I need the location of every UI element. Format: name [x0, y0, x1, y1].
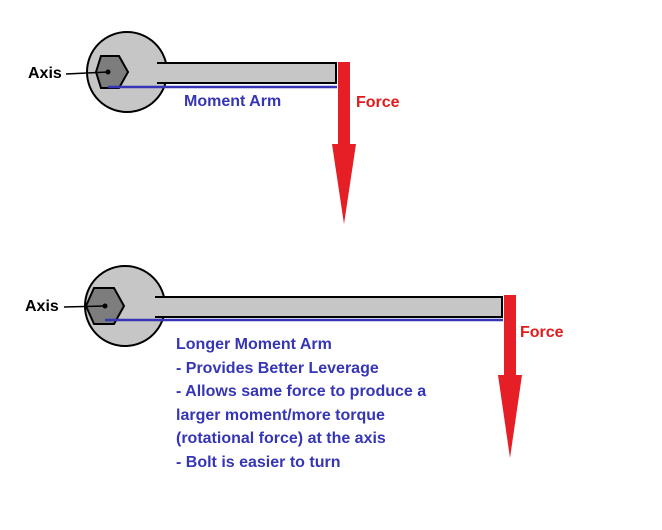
top-wrench-head-handle-join: [155, 64, 161, 82]
top-wrench: [65, 31, 356, 224]
notes-line: - Allows same force to produce a: [176, 383, 427, 400]
notes-line: - Provides Better Leverage: [176, 359, 379, 377]
top-force-arrow: [332, 62, 356, 224]
notes-line: (rotational force) at the axis: [176, 430, 386, 447]
bottom-axis-leader-line: [63, 305, 106, 308]
bottom-axis-label: Axis: [25, 298, 59, 315]
leverage-notes: Longer Moment Arm - Provides Better Leve…: [176, 333, 426, 474]
top-force-label: Force: [356, 94, 400, 111]
top-axis-label: Axis: [28, 65, 62, 82]
notes-line: Longer Moment Arm: [176, 336, 332, 353]
top-bolt-hex: [94, 55, 130, 89]
top-wrench-handle: [157, 62, 337, 84]
bottom-wrench: [63, 265, 522, 458]
top-axis-leader-line: [65, 71, 109, 75]
notes-line: larger moment/more torque: [176, 406, 385, 424]
bottom-wrench-handle: [155, 296, 503, 318]
top-moment-arm-label: Moment Arm: [184, 93, 282, 110]
bottom-wrench-head-handle-join: [153, 298, 159, 316]
notes-line: - Bolt is easier to turn: [176, 453, 341, 471]
bottom-force-label: Force: [520, 324, 564, 341]
bottom-force-arrow: [498, 295, 522, 458]
